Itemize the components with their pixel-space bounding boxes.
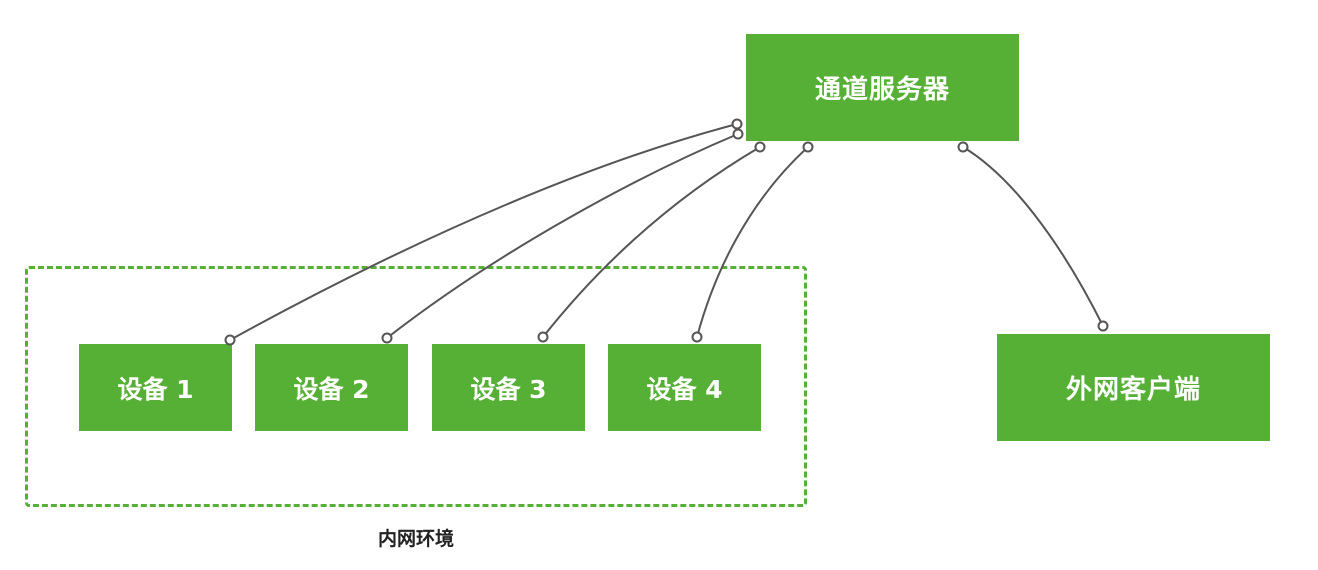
intranet-zone-boundary (25, 266, 807, 507)
device-node-3: 设备 3 (432, 344, 585, 431)
edge-device1-server (229, 123, 738, 341)
anchor-client (1097, 320, 1109, 332)
external-client-node: 外网客户端 (997, 334, 1270, 441)
device-node-1: 设备 1 (79, 344, 232, 431)
anchor-server-edge5 (957, 141, 969, 153)
anchor-server-edge3 (754, 141, 766, 153)
anchor-device4 (691, 331, 703, 343)
anchor-device3 (537, 331, 549, 343)
intranet-zone-label: 内网环境 (377, 528, 454, 550)
anchor-device2 (381, 332, 393, 344)
anchor-server-edge4 (802, 141, 814, 153)
anchor-device1 (224, 334, 236, 346)
anchor-server-edge1 (731, 118, 743, 130)
anchor-server-edge2 (732, 128, 744, 140)
device-node-2: 设备 2 (255, 344, 408, 431)
tunnel-server-node: 通道服务器 (746, 34, 1019, 141)
edge-client-server (962, 146, 1104, 327)
edge-device2-server (386, 133, 739, 339)
edge-device4-server (696, 146, 809, 338)
edge-device3-server (542, 146, 761, 338)
device-node-4: 设备 4 (608, 344, 761, 431)
